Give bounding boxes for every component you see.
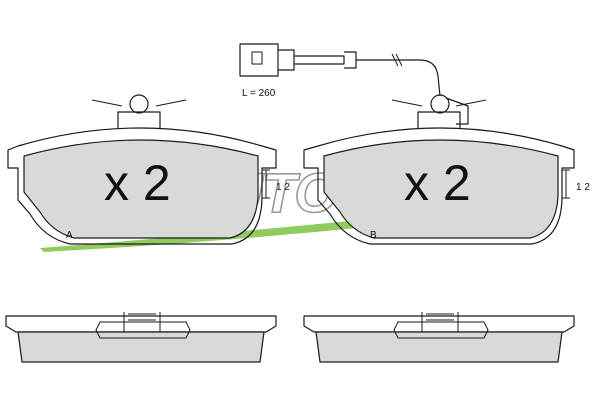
watermark-swoosh <box>40 200 552 252</box>
pad-b-mounting-tab <box>417 111 461 128</box>
pad-b-friction-material <box>323 139 559 239</box>
pad-b-side-backing-plate <box>303 315 575 333</box>
pad-b-thickness: 1 2 <box>576 182 590 193</box>
sensor-connector-collar <box>278 49 295 71</box>
pad-b-front-view: x 2 B 1 2 <box>303 94 590 245</box>
sensor-length-label: L = 260 <box>242 88 276 99</box>
pad-a-side-backing-plate <box>5 315 277 333</box>
pad-a-quantity: x 2 <box>104 155 171 211</box>
sensor-connector-pin <box>251 51 263 65</box>
pad-a-thickness: 1 2 <box>276 182 290 193</box>
pad-a-mounting-tab <box>117 111 161 128</box>
pad-b-backing-plate <box>303 127 575 245</box>
pad-b-side-view <box>303 312 575 363</box>
sensor-cable-grommet <box>344 51 357 69</box>
sensor-cable-sleeve <box>294 55 345 65</box>
pad-a-friction-material <box>23 139 259 239</box>
pad-b-side-letter: B <box>370 230 377 241</box>
pad-a-pin-hole <box>129 94 149 114</box>
pad-a-side-letter: A <box>66 230 73 241</box>
pad-a-side-view <box>5 312 277 363</box>
wear-sensor: L = 260 <box>239 43 441 99</box>
sensor-wire <box>356 59 441 97</box>
sensor-connector <box>239 43 279 77</box>
pad-b-side-friction <box>315 331 563 363</box>
pad-a-front-view: x 2 A 1 2 <box>7 94 290 245</box>
pad-b-sensor-bracket <box>445 97 469 125</box>
pad-a-side-friction <box>17 331 265 363</box>
pad-b-quantity: x 2 <box>404 155 471 211</box>
pad-a-backing-plate <box>7 127 277 245</box>
pad-b-side-spring-clip <box>393 321 489 339</box>
pad-a-side-spring-clip <box>95 321 191 339</box>
